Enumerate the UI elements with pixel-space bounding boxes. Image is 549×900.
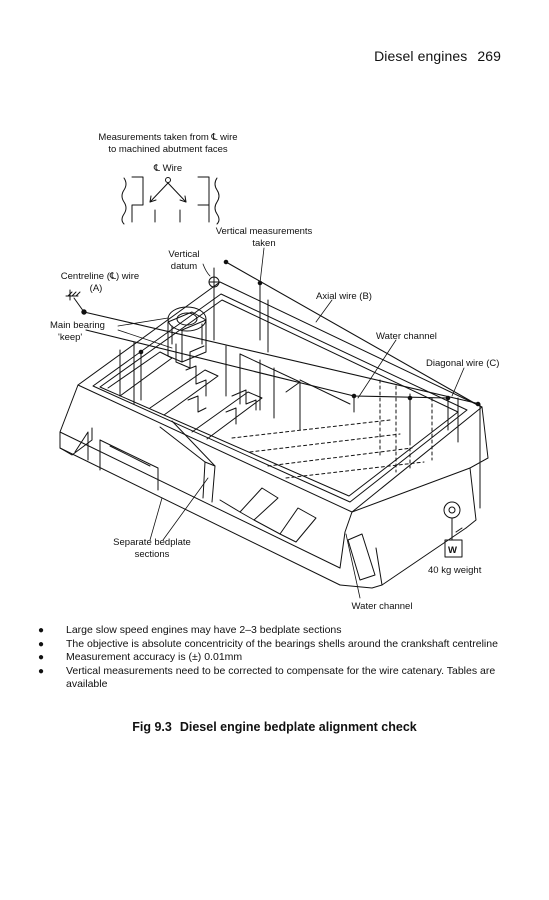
wire-anchor-icon	[65, 289, 87, 315]
water-channel-top-label: Water channel	[376, 331, 437, 342]
list-item: ● Large slow speed engines may have 2–3 b…	[38, 624, 516, 638]
weight-mark: W	[448, 545, 457, 556]
running-head: Diesel engines 269	[374, 48, 501, 64]
list-item: ● Vertical measurements need to be correc…	[38, 665, 516, 692]
note-text: Vertical measurements need to be correct…	[66, 664, 496, 691]
list-item: ● The objective is absolute concentricity…	[38, 638, 516, 652]
vertical-datum-label-line2: datum	[171, 261, 197, 272]
measurement-point-icon	[223, 259, 229, 265]
water-channel-bottom-label: Water channel	[352, 601, 413, 612]
vertical-measurements-label-line1: Vertical measurements	[216, 226, 313, 237]
measurements-label-line2: to machined abutment faces	[108, 144, 228, 155]
note-text: The objective is absolute concentricity …	[66, 637, 498, 650]
vertical-measurements-label-line2: taken	[252, 238, 275, 249]
bedplate-alignment-figure: W Measurements taken from ℄ wire to mach…	[50, 132, 499, 612]
alignment-wires	[83, 259, 481, 509]
pulley-weight-icon: W	[443, 501, 463, 558]
bedplate-body	[59, 281, 489, 589]
bullet-icon: ●	[38, 638, 45, 650]
main-bearing-label-line1: Main bearing	[50, 320, 105, 331]
running-title: Diesel engines	[374, 48, 468, 64]
separate-sections-label-line2: sections	[135, 549, 170, 560]
figure-caption: Fig 9.3 Diesel engine bedplate alignment …	[0, 720, 549, 734]
measurement-point-icon	[138, 349, 144, 355]
cl-wire-point-icon	[165, 177, 171, 183]
note-text: Measurement accuracy is (±) 0.01mm	[66, 651, 243, 663]
measurement-point-icon	[407, 395, 413, 401]
abutment-inset	[121, 176, 220, 225]
notes-list: ● Large slow speed engines may have 2–3 b…	[38, 624, 516, 692]
list-item: ● Measurement accuracy is (±) 0.01mm	[38, 651, 516, 665]
page-number: 269	[477, 48, 501, 64]
bedplate-diagram: W Measurements taken from ℄ wire to mach…	[50, 132, 499, 612]
weight-label: 40 kg weight	[428, 565, 482, 576]
figure-title: Diesel engine bedplate alignment check	[179, 720, 417, 734]
separate-sections-label-line1: Separate bedplate	[113, 537, 191, 548]
diagonal-wire-label: Diagonal wire (C)	[426, 358, 499, 369]
measurement-point-icon	[351, 393, 357, 399]
figure-labels: Measurements taken from ℄ wire to machin…	[50, 132, 499, 612]
cl-wire-label: ℄ Wire	[153, 163, 182, 174]
centreline-wire-label: Centreline (℄) wire	[61, 271, 139, 282]
main-bearing-label-line2: 'keep'	[58, 332, 82, 343]
vertical-datum-label-line1: Vertical	[168, 249, 199, 260]
measurement-point-icon	[445, 395, 451, 401]
leader-lines	[117, 247, 465, 599]
figure-number: Fig 9.3	[132, 720, 172, 734]
bullet-icon: ●	[38, 652, 45, 663]
bullet-icon: ●	[38, 625, 45, 636]
centreline-wire-ref-label: (A)	[90, 283, 103, 294]
measurement-point-icon	[475, 401, 481, 407]
hidden-lines	[231, 379, 433, 479]
axial-wire-label: Axial wire (B)	[316, 291, 372, 302]
bullet-icon: ●	[38, 665, 45, 677]
measurements-label-line1: Measurements taken from ℄ wire	[98, 132, 237, 143]
note-text: Large slow speed engines may have 2–3 be…	[66, 624, 342, 636]
vertical-datum-plumb-icon	[208, 267, 220, 293]
